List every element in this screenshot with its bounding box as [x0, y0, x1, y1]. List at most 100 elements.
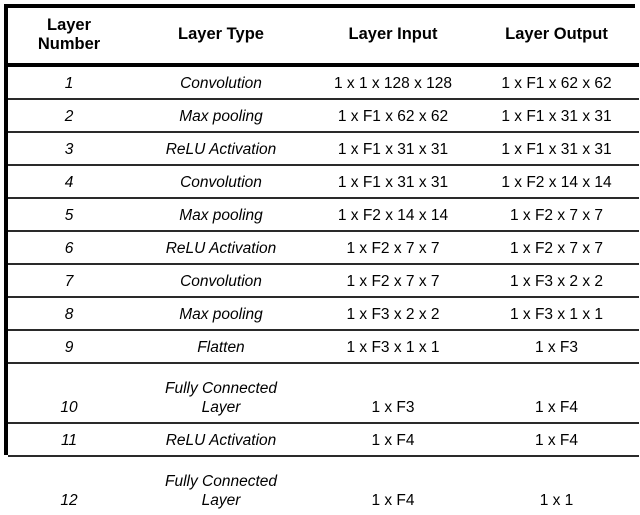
- cell-layer-type: Fully Connected Layer: [130, 455, 312, 515]
- table-header: Layer Number Layer Type Layer Input Laye…: [8, 8, 639, 65]
- cell-layer-type-text: Max pooling: [179, 306, 263, 324]
- cell-layer-output-text: 1 x F4: [534, 432, 579, 450]
- cell-layer-number: 6: [8, 230, 130, 264]
- cell-layer-type: ReLU Activation: [130, 422, 312, 456]
- page-root: Layer Number Layer Type Layer Input Laye…: [4, 4, 639, 515]
- cell-layer-input: 1 x F4: [312, 422, 474, 456]
- cell-layer-output-text: 1 x F2 x 7 x 7: [509, 240, 604, 258]
- cell-layer-input-text: 1 x F3: [371, 399, 415, 417]
- cell-layer-type-text: Flatten: [197, 339, 245, 357]
- cell-layer-type-text: Convolution: [180, 75, 262, 93]
- column-header-layer-input: Layer Input: [312, 8, 474, 65]
- cell-layer-input: 1 x 1 x 128 x 128: [312, 65, 474, 99]
- cell-layer-number: 4: [8, 164, 130, 198]
- table-row: 11 ReLU Activation 1 x F4 1 x F4: [8, 422, 639, 456]
- cell-layer-type: ReLU Activation: [130, 230, 312, 264]
- cell-layer-output-text: 1 x F2 x 14 x 14: [501, 174, 612, 192]
- table-row: 7 Convolution 1 x F2 x 7 x 7 1 x F3 x 2 x 2: [8, 263, 639, 297]
- cell-layer-input: 1 x F1 x 31 x 31: [312, 131, 474, 165]
- cell-layer-type: Max pooling: [130, 296, 312, 330]
- cell-layer-number-text: 11: [60, 432, 78, 450]
- cell-layer-number-text: 7: [64, 273, 74, 291]
- cell-layer-type-text: Max pooling: [179, 207, 263, 225]
- cell-layer-number: 7: [8, 263, 130, 297]
- cell-layer-output: 1 x F3 x 1 x 1: [474, 296, 639, 330]
- cell-layer-input: 1 x F3 x 1 x 1: [312, 329, 474, 363]
- cell-layer-number-text: 2: [64, 108, 74, 126]
- cell-layer-type-text: ReLU Activation: [165, 240, 277, 258]
- table-row: 5 Max pooling 1 x F2 x 14 x 14 1 x F2 x 7 x…: [8, 197, 639, 231]
- network-architecture-table: Layer Number Layer Type Layer Input Laye…: [8, 8, 639, 515]
- cell-layer-input: 1 x F4: [312, 455, 474, 515]
- cell-layer-output-text: 1 x F1 x 31 x 31: [501, 108, 612, 126]
- cell-layer-output: 1 x F1 x 31 x 31: [474, 131, 639, 165]
- table-row: 12 Fully Connected Layer 1 x F4 1 x 1: [8, 455, 639, 515]
- cell-layer-output-text: 1 x F4: [534, 399, 579, 417]
- table-row: 8 Max pooling 1 x F3 x 2 x 2 1 x F3 x 1 x 1: [8, 296, 639, 330]
- table-row: 2 Max pooling 1 x F1 x 62 x 62 1 x F1 x 31 …: [8, 98, 639, 132]
- cell-layer-number: 8: [8, 296, 130, 330]
- cell-layer-type-text: ReLU Activation: [165, 141, 277, 159]
- table-row: 3 ReLU Activation 1 x F1 x 31 x 31 1 x F1 x…: [8, 131, 639, 165]
- cell-layer-input-text: 1 x F1 x 62 x 62: [337, 108, 449, 126]
- cell-layer-input: 1 x F2 x 7 x 7: [312, 230, 474, 264]
- table-row: 6 ReLU Activation 1 x F2 x 7 x 7 1 x F2 x 7…: [8, 230, 639, 264]
- cell-layer-number-text: 3: [64, 141, 74, 159]
- cell-layer-output-text: 1 x F3 x 1 x 1: [509, 306, 604, 324]
- cell-layer-input-text: 1 x F3 x 2 x 2: [346, 306, 440, 324]
- cell-layer-type-text: Fully Connected Layer: [164, 380, 277, 417]
- cell-layer-input: 1 x F3: [312, 362, 474, 423]
- cell-layer-input-text: 1 x F2 x 14 x 14: [337, 207, 449, 225]
- cell-layer-number-text: 10: [60, 399, 78, 417]
- cell-layer-number-text: 8: [64, 306, 74, 324]
- cell-layer-number: 3: [8, 131, 130, 165]
- cell-layer-input: 1 x F2 x 14 x 14: [312, 197, 474, 231]
- cell-layer-type: Max pooling: [130, 197, 312, 231]
- cell-layer-input-text: 1 x F1 x 31 x 31: [337, 141, 449, 159]
- cell-layer-input-text: 1 x F4: [371, 432, 415, 450]
- cell-layer-input: 1 x F2 x 7 x 7: [312, 263, 474, 297]
- cell-layer-input: 1 x F3 x 2 x 2: [312, 296, 474, 330]
- column-header-layer-output: Layer Output: [474, 8, 639, 65]
- cell-layer-output-text: 1 x 1: [539, 492, 574, 510]
- cell-layer-output: 1 x F2 x 7 x 7: [474, 197, 639, 231]
- column-header-layer-type: Layer Type: [130, 8, 312, 65]
- cell-layer-output-text: 1 x F1 x 31 x 31: [501, 141, 612, 159]
- cell-layer-output: 1 x F1 x 62 x 62: [474, 65, 639, 99]
- table-row: 4 Convolution 1 x F1 x 31 x 31 1 x F2 x 14 …: [8, 164, 639, 198]
- cell-layer-number: 9: [8, 329, 130, 363]
- header-row: Layer Number Layer Type Layer Input Laye…: [8, 8, 639, 65]
- cell-layer-input-text: 1 x F4: [371, 492, 415, 510]
- table-row: 10 Fully Connected Layer 1 x F3 1 x F4: [8, 362, 639, 423]
- column-header-layer-number: Layer Number: [8, 8, 130, 65]
- table-row: 9 Flatten 1 x F3 x 1 x 1 1 x F3: [8, 329, 639, 363]
- cell-layer-type: Fully Connected Layer: [130, 362, 312, 423]
- cell-layer-type: Convolution: [130, 164, 312, 198]
- cell-layer-number-text: 12: [60, 492, 78, 510]
- cell-layer-input-text: 1 x F2 x 7 x 7: [346, 240, 440, 258]
- cell-layer-number-text: 9: [64, 339, 74, 357]
- cell-layer-output-text: 1 x F2 x 7 x 7: [509, 207, 604, 225]
- cell-layer-type-text: Max pooling: [179, 108, 263, 126]
- cell-layer-type-text: Convolution: [180, 174, 262, 192]
- cell-layer-input: 1 x F1 x 31 x 31: [312, 164, 474, 198]
- cell-layer-output: 1 x F1 x 31 x 31: [474, 98, 639, 132]
- cell-layer-output: 1 x 1: [474, 455, 639, 515]
- cell-layer-type: Convolution: [130, 65, 312, 99]
- cell-layer-output: 1 x F4: [474, 422, 639, 456]
- cell-layer-output: 1 x F4: [474, 362, 639, 423]
- cell-layer-number: 10: [8, 362, 130, 423]
- cell-layer-output-text: 1 x F1 x 62 x 62: [501, 75, 612, 93]
- cell-layer-output-text: 1 x F3 x 2 x 2: [509, 273, 604, 291]
- cell-layer-number-text: 4: [64, 174, 74, 192]
- cell-layer-output: 1 x F2 x 7 x 7: [474, 230, 639, 264]
- cell-layer-type-text: Convolution: [180, 273, 262, 291]
- cell-layer-output: 1 x F2 x 14 x 14: [474, 164, 639, 198]
- cell-layer-number: 11: [8, 422, 130, 456]
- cell-layer-type: Flatten: [130, 329, 312, 363]
- cell-layer-number: 5: [8, 197, 130, 231]
- cell-layer-input: 1 x F1 x 62 x 62: [312, 98, 474, 132]
- cell-layer-output-text: 1 x F3: [534, 339, 579, 357]
